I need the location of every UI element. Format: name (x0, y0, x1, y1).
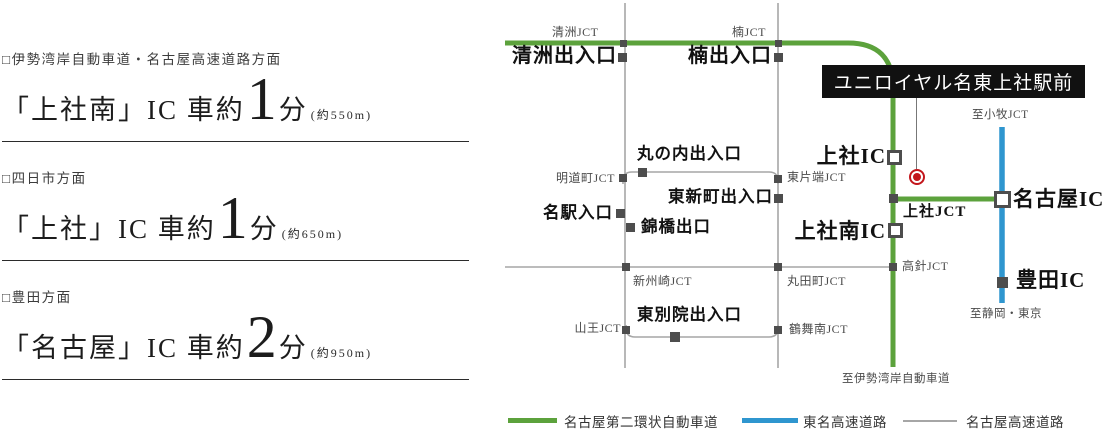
property-marker-dot (913, 173, 921, 181)
divider (2, 379, 469, 380)
access-main-line: 「上社南」IC 車約 1 分 (約550m) (2, 66, 469, 132)
divider (2, 260, 469, 261)
access-heading: □伊勢湾岸自動車道・名古屋高速道路方面 (2, 52, 282, 67)
node-nagoya-ic (994, 191, 1011, 208)
map-label-marutamachi-jct: 丸田町JCT (787, 274, 847, 288)
map-label-kamiyashiro-minami-ic: 上社南IC (794, 219, 886, 243)
access-unit: 分 (278, 333, 307, 363)
map-label-higashikatahata-jct: 東片端JCT (787, 170, 847, 184)
node-kusunoki-jct (775, 40, 782, 47)
access-route: 「上社南」IC 車約 (2, 95, 245, 125)
node-toyota-ic (997, 277, 1008, 288)
map-label-higashibetsuin-ramp: 東別院出入口 (637, 305, 742, 324)
access-item-kamiyashiro: □四日市方面 「上社」IC 車約 1 分 (約650m) (2, 170, 469, 261)
map-label-sanno-jct: 山王JCT (574, 321, 621, 335)
map-label-kamiyashiro-ic: 上社IC (816, 144, 886, 168)
map-label-meieki-ramp: 名駅入口 (543, 203, 613, 222)
access-minutes: 2 (246, 304, 277, 370)
access-heading: □豊田方面 (2, 290, 72, 305)
access-distance: (約650m) (281, 227, 344, 241)
access-unit: 分 (249, 214, 278, 244)
node-kusunoki-ramp (774, 53, 783, 62)
map-label-shinsusaki-jct: 新州崎JCT (633, 274, 693, 288)
access-minutes: 1 (217, 185, 248, 251)
map-label-to-komaki-jct: 至小牧JCT (972, 109, 1029, 121)
access-item-kamiyashiro-minami: □伊勢湾岸自動車道・名古屋高速道路方面 「上社南」IC 車約 1 分 (約550… (2, 51, 469, 142)
legend-label-urban-expressway: 名古屋高速道路 (966, 415, 1064, 430)
legend-swatch-tomei (742, 418, 798, 423)
node-kiyosu-jct (620, 40, 627, 47)
access-unit: 分 (278, 95, 307, 125)
map-label-kusunoki-jct: 楠JCT (732, 25, 767, 39)
map-label-kiyosu-ramp: 清洲出入口 (512, 45, 617, 67)
map-label-to-isewangan: 至伊勢湾岸自動車道 (842, 373, 950, 385)
access-main-line: 「上社」IC 車約 1 分 (約650m) (2, 185, 469, 251)
node-takabari-jct (889, 263, 897, 271)
legend-label-tomei: 東名高速道路 (803, 415, 887, 430)
map-label-higashishincho-ramp: 東新町出入口 (668, 187, 773, 206)
node-myodocho-jct (619, 174, 627, 182)
node-kamiyashiro-jct (889, 194, 898, 203)
node-shinsusaki-jct (622, 263, 630, 271)
map-label-takabari-jct: 高針JCT (902, 259, 949, 273)
access-distance: (約950m) (310, 346, 373, 360)
property-name-badge: ユニロイヤル名東上社駅前 (822, 65, 1085, 98)
node-kiyosu-ramp (618, 53, 627, 62)
map-label-kusunoki-ramp: 楠出入口 (688, 45, 772, 67)
legend-label-second-ring: 名古屋第二環状自動車道 (564, 415, 718, 430)
node-meieki-ramp (616, 209, 625, 218)
access-route: 「名古屋」IC 車約 (2, 333, 245, 363)
access-route: 「上社」IC 車約 (2, 214, 216, 244)
access-distance: (約550m) (310, 108, 373, 122)
legend-swatch-urban-expressway (903, 420, 957, 422)
node-marutamachi-jct (774, 263, 782, 271)
map-label-kamiyashiro-jct: 上社JCT (903, 204, 967, 220)
access-heading: □四日市方面 (2, 171, 87, 186)
access-item-nagoya: □豊田方面 「名古屋」IC 車約 2 分 (約950m) (2, 289, 469, 380)
map-label-nishikibashi-ramp: 錦橋出口 (641, 217, 711, 236)
node-higashishincho-ramp (774, 194, 783, 203)
divider (2, 141, 469, 142)
road-gray-loop-lower (625, 325, 779, 338)
node-higashibetsuin-ramp (670, 332, 680, 342)
map-label-myodocho-jct: 明道町JCT (555, 171, 615, 185)
map-label-kiyosu-jct: 清洲JCT (552, 25, 599, 39)
node-kamiyashiro-minami-ic (888, 223, 903, 238)
property-pointer-line (916, 98, 917, 169)
legend-swatch-second-ring (508, 418, 557, 423)
map-label-marunouchi-ramp: 丸の内出入口 (637, 144, 742, 163)
map-label-to-shizuoka-tokyo: 至静岡・東京 (970, 308, 1042, 320)
node-tsurumai-minami-jct (774, 326, 782, 334)
node-marunouchi-ramp (638, 168, 647, 177)
node-nishikibashi-ramp (626, 223, 635, 232)
access-main-line: 「名古屋」IC 車約 2 分 (約950m) (2, 304, 469, 370)
node-kamiyashiro-ic (887, 150, 902, 165)
map-label-tsurumai-minami-jct: 鶴舞南JCT (789, 322, 849, 336)
node-sanno-jct (622, 326, 630, 334)
access-minutes: 1 (246, 66, 277, 132)
map-label-nagoya-ic: 名古屋IC (1013, 187, 1105, 211)
node-higashikatahata-jct (774, 175, 782, 183)
map-label-toyota-ic: 豊田IC (1016, 268, 1086, 292)
